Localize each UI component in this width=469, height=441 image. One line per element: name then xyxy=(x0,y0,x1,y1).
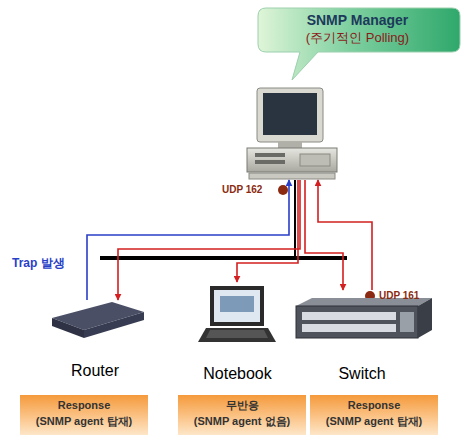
switch-side xyxy=(418,298,432,338)
notebook-illustration xyxy=(198,286,276,342)
node-title: Response xyxy=(310,399,438,412)
case-panel xyxy=(300,154,330,166)
node-note: (주기적인 Polling) xyxy=(255,31,460,46)
drive-bay xyxy=(255,153,285,157)
port-row xyxy=(302,312,396,320)
switch-front xyxy=(296,306,418,338)
port-label: UDP 161 xyxy=(379,290,435,302)
status-box: Response (SNMP agent 탑재) xyxy=(310,395,438,435)
message-arrow xyxy=(118,180,300,300)
monitor-frame xyxy=(257,88,323,142)
notebook-base xyxy=(198,328,276,342)
router-node: Router xyxy=(45,300,145,380)
network-bus xyxy=(100,256,347,260)
switch-illustration xyxy=(296,298,432,338)
router-illustration xyxy=(52,302,144,338)
port-row xyxy=(302,324,396,332)
node-note: (SNMP agent 탑재) xyxy=(310,415,438,428)
notebook-node: Notebook xyxy=(195,282,280,382)
pc-illustration xyxy=(247,88,337,179)
desktop-case xyxy=(247,148,337,172)
manager-node: SNMP Manager(주기적인 Polling) xyxy=(245,88,340,180)
node-note: (SNMP agent 없음) xyxy=(178,415,306,428)
node-title: 무반응 xyxy=(178,399,306,412)
message-arrow xyxy=(305,180,343,290)
node-title: SNMP Manager xyxy=(255,12,460,28)
node-note: (SNMP agent 탑재) xyxy=(20,415,148,428)
notebook-screen xyxy=(214,290,260,322)
port-dot xyxy=(278,185,288,195)
notebook-lid xyxy=(210,286,264,326)
drive-bay xyxy=(255,160,285,164)
router-side xyxy=(52,318,84,338)
monitor-screen xyxy=(263,93,317,135)
manager-wire xyxy=(294,180,296,258)
screen-content xyxy=(220,296,254,312)
uplink-ports xyxy=(400,312,414,332)
status-box: Response (SNMP agent 탑재) xyxy=(20,395,148,435)
node-title: Notebook xyxy=(195,365,280,383)
message-arrow xyxy=(318,180,372,290)
node-title: Response xyxy=(20,399,148,412)
node-title: Router xyxy=(45,362,145,380)
notebook-keys xyxy=(206,330,268,338)
keyboard xyxy=(249,173,335,179)
trap-label: Trap 발생 xyxy=(12,257,82,271)
port-label: UDP 162 xyxy=(222,184,278,196)
message-arrow xyxy=(87,180,289,300)
status-box: 무반응 (SNMP agent 없음) xyxy=(178,395,306,435)
node-title: Switch xyxy=(292,365,432,383)
router-front xyxy=(84,312,144,338)
switch-node: Switch xyxy=(292,290,432,380)
monitor-stand xyxy=(278,142,302,148)
